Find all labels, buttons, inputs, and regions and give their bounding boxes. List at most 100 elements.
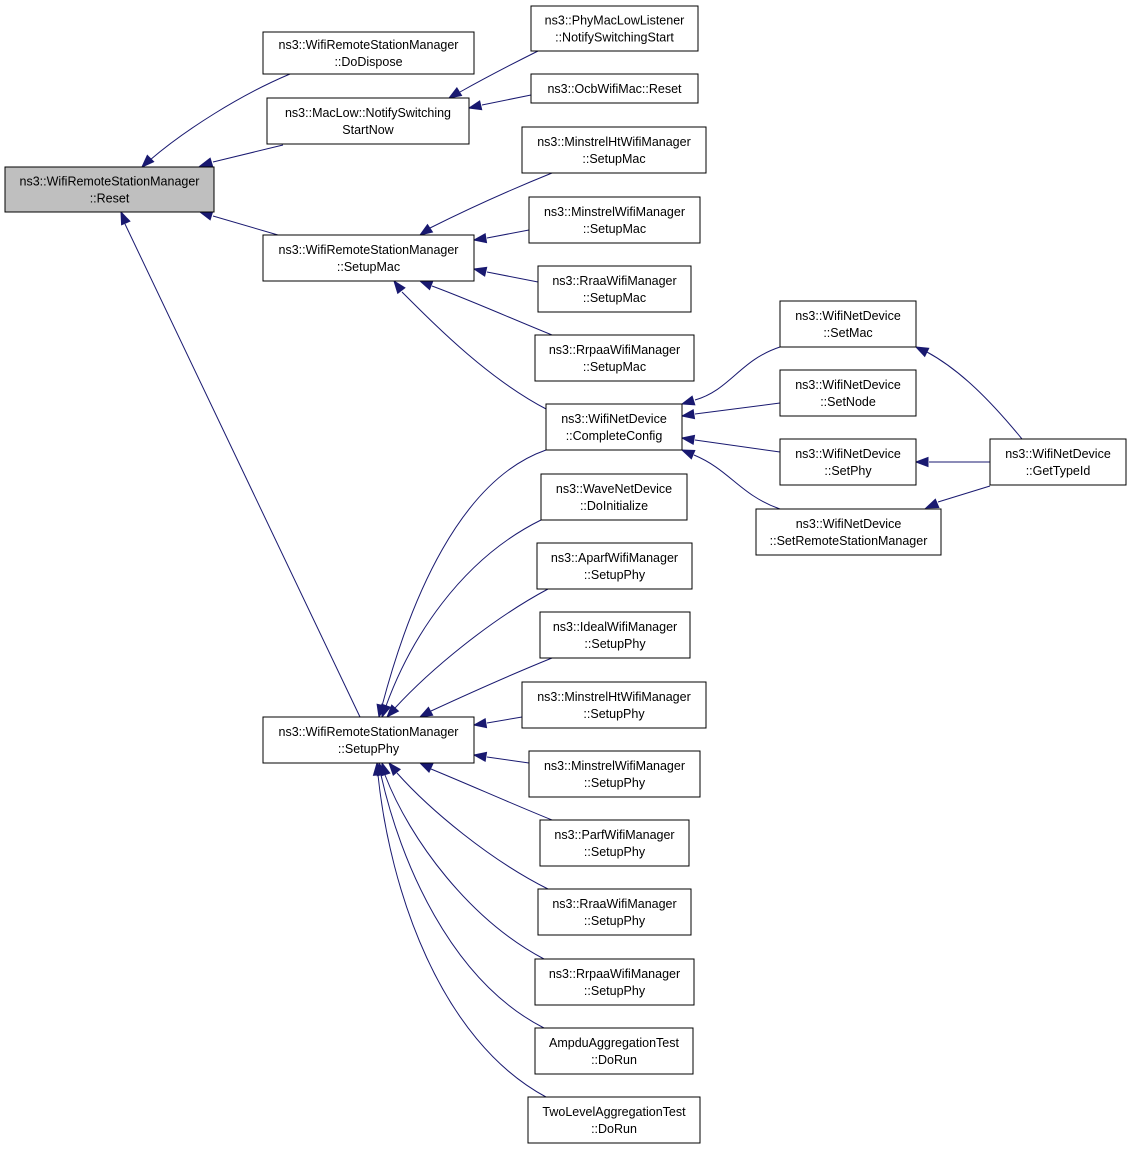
node-setupmac[interactable]: ns3::WifiRemoteStationManager::SetupMac [262, 234, 475, 282]
arrowhead-icon [418, 706, 434, 718]
node-dodispose[interactable]: ns3::WifiRemoteStationManager::DoDispose [262, 31, 475, 75]
node-gettypeid[interactable]: ns3::WifiNetDevice::GetTypeId [989, 438, 1127, 486]
node-label: ::CompleteConfig [566, 429, 663, 443]
node-label: ::SetMac [823, 326, 872, 340]
node-box [4, 166, 215, 213]
node-label: ::SetNode [820, 395, 876, 409]
node-rrpaamac[interactable]: ns3::RrpaaWifiManager::SetupMac [534, 334, 695, 382]
call-edge [430, 657, 553, 712]
node-ampdu[interactable]: AmpduAggregationTest::DoRun [534, 1027, 694, 1075]
node-label: ::SetupMac [583, 222, 646, 236]
node-box [262, 716, 475, 764]
node-label: ::NotifySwitchingStart [555, 31, 674, 45]
node-ocbreset[interactable]: ns3::OcbWifiMac::Reset [530, 73, 699, 104]
node-mhtmac[interactable]: ns3::MinstrelHtWifiManager::SetupMac [521, 126, 707, 174]
node-label: TwoLevelAggregationTest [542, 1105, 686, 1119]
node-setupphy[interactable]: ns3::WifiRemoteStationManager::SetupPhy [262, 716, 475, 764]
node-mmac[interactable]: ns3::MinstrelWifiManager::SetupMac [528, 196, 701, 244]
node-label: ::SetupPhy [584, 637, 646, 651]
call-edge [459, 50, 539, 93]
node-label: ::SetupPhy [584, 845, 646, 859]
node-box [779, 369, 917, 417]
node-box [537, 265, 692, 313]
node-box [266, 97, 470, 145]
node-label: ::DoRun [591, 1122, 637, 1136]
node-label: ::SetupPhy [584, 914, 646, 928]
call-edge [212, 215, 279, 236]
call-edge [430, 768, 553, 821]
node-box [528, 750, 701, 798]
node-wavedoinit[interactable]: ns3::WaveNetDevice::DoInitialize [540, 473, 688, 521]
arrowhead-icon [393, 279, 406, 295]
node-label: ns3::MinstrelWifiManager [544, 205, 685, 219]
call-edge [431, 285, 553, 336]
node-box [779, 300, 917, 348]
arrowhead-icon [472, 266, 488, 277]
node-box [262, 234, 475, 282]
node-label: ns3::WaveNetDevice [556, 482, 672, 496]
node-label: ns3::WifiNetDevice [795, 378, 901, 392]
arrowhead-icon [680, 395, 696, 406]
node-label: ::SetupPhy [584, 568, 646, 582]
arrowhead-icon [198, 210, 214, 221]
node-setmac[interactable]: ns3::WifiNetDevice::SetMac [779, 300, 917, 348]
call-edge [149, 73, 291, 161]
node-label: ns3::RraaWifiManager [552, 274, 676, 288]
node-rraaphy[interactable]: ns3::RraaWifiManager::SetupPhy [537, 888, 692, 936]
node-label: ::SetupMac [583, 291, 646, 305]
node-box [537, 888, 692, 936]
node-label: ::DoRun [591, 1053, 637, 1067]
arrowhead-icon [680, 449, 696, 460]
node-mhtphy[interactable]: ns3::MinstrelHtWifiManager::SetupPhy [521, 681, 707, 729]
node-complete[interactable]: ns3::WifiNetDevice::CompleteConfig [545, 403, 683, 451]
node-setphy[interactable]: ns3::WifiNetDevice::SetPhy [779, 438, 917, 486]
call-edge [693, 454, 781, 510]
node-label: ns3::RrpaaWifiManager [549, 343, 680, 357]
node-box [534, 958, 695, 1006]
call-edge [394, 588, 549, 709]
node-label: ns3::ParfWifiManager [554, 828, 674, 842]
node-mphy[interactable]: ns3::MinstrelWifiManager::SetupPhy [528, 750, 701, 798]
arrowhead-icon [120, 210, 131, 226]
node-label: ::DoDispose [334, 55, 402, 69]
arrowhead-icon [418, 280, 434, 291]
node-label: ::GetTypeId [1026, 464, 1091, 478]
node-setrsm[interactable]: ns3::WifiNetDevice::SetRemoteStationMana… [755, 508, 942, 556]
arrowhead-icon [140, 154, 155, 169]
node-rrpaaphy[interactable]: ns3::RrpaaWifiManager::SetupPhy [534, 958, 695, 1006]
node-aparfphy[interactable]: ns3::AparfWifiManager::SetupPhy [536, 542, 693, 590]
node-box [521, 681, 707, 729]
node-label: ns3::RrpaaWifiManager [549, 967, 680, 981]
node-box [528, 196, 701, 244]
call-edge [212, 144, 284, 163]
node-label: StartNow [342, 123, 394, 137]
node-label: ::SetupMac [337, 260, 400, 274]
node-label: ::SetRemoteStationManager [770, 534, 928, 548]
call-edge [926, 351, 1023, 440]
node-box [540, 473, 688, 521]
node-label: ns3::WifiNetDevice [795, 447, 901, 461]
node-label: ns3::OcbWifiMac::Reset [547, 82, 682, 96]
arrowhead-icon [472, 717, 488, 729]
node-label: ns3::MacLow::NotifySwitching [285, 106, 451, 120]
node-reset[interactable]: ns3::WifiRemoteStationManager::Reset [4, 166, 215, 213]
node-idealphy[interactable]: ns3::IdealWifiManager::SetupPhy [539, 611, 691, 659]
node-phymaclow[interactable]: ns3::PhyMacLowListener::NotifySwitchingS… [530, 5, 699, 52]
node-setnode[interactable]: ns3::WifiNetDevice::SetNode [779, 369, 917, 417]
node-label: ::SetupPhy [338, 742, 400, 756]
node-label: ns3::WifiRemoteStationManager [279, 243, 459, 257]
node-label: ::DoInitialize [580, 499, 648, 513]
edges [120, 50, 1023, 1098]
nodes: ns3::WifiRemoteStationManager::Resetns3:… [4, 5, 1127, 1144]
arrowhead-icon [447, 87, 463, 99]
node-box [989, 438, 1127, 486]
node-box [539, 611, 691, 659]
node-twolevel[interactable]: TwoLevelAggregationTest::DoRun [527, 1096, 701, 1144]
call-edge [401, 291, 549, 411]
node-label: ns3::WifiNetDevice [1005, 447, 1111, 461]
node-rraamac[interactable]: ns3::RraaWifiManager::SetupMac [537, 265, 692, 313]
node-parfphy[interactable]: ns3::ParfWifiManager::SetupPhy [539, 819, 690, 867]
node-box [530, 73, 699, 104]
